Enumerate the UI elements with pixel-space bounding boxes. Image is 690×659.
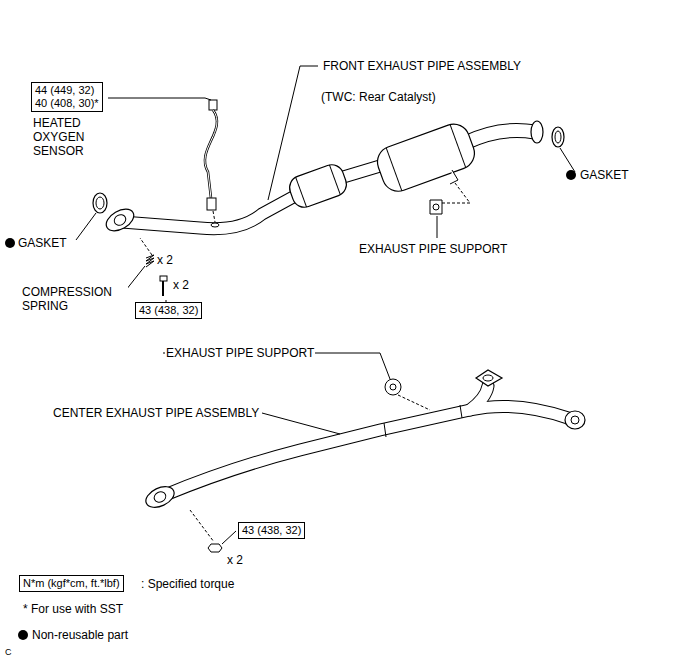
part-label: COMPRESSION SPRING	[21, 285, 128, 313]
unit-box: N*m (kgf*cm, ft.*lbf)	[19, 575, 124, 592]
torque-value: 40 (408, 30)*	[35, 97, 99, 110]
part-label: : Specified torque	[140, 577, 235, 591]
part-label: GASKET	[17, 236, 68, 250]
torque-box: 43 (438, 32)	[135, 302, 202, 319]
torque-value: 43 (438, 32)	[139, 304, 198, 317]
legend-text: Non-reusable part	[32, 628, 128, 642]
part-label: FRONT EXHAUST PIPE ASSEMBLY	[322, 59, 522, 73]
part-label: x 2	[172, 278, 190, 292]
part-label: HEATED OXYGEN SENSOR	[32, 116, 134, 158]
torque-box: 44 (449, 32)40 (408, 30)*	[31, 82, 103, 112]
part-label: (TWC: Rear Catalyst)	[320, 90, 437, 104]
torque-value: 43 (438, 32)	[242, 524, 301, 537]
torque-value: N*m (kgf*cm, ft.*lbf)	[23, 577, 120, 590]
part-label: EXHAUST PIPE SUPPORT	[165, 346, 315, 360]
part-label: GASKET	[579, 168, 630, 182]
part-label: x 2	[156, 253, 174, 267]
part-label: * For use with SST	[22, 602, 124, 616]
torque-box: 43 (438, 32)	[238, 522, 305, 539]
part-label: CENTER EXHAUST PIPE ASSEMBLY	[52, 406, 260, 420]
part-label: x 2	[226, 553, 244, 567]
torque-value: 44 (449, 32)	[35, 84, 99, 97]
part-label: EXHAUST PIPE SUPPORT	[358, 242, 508, 256]
part-label: C	[4, 645, 13, 659]
